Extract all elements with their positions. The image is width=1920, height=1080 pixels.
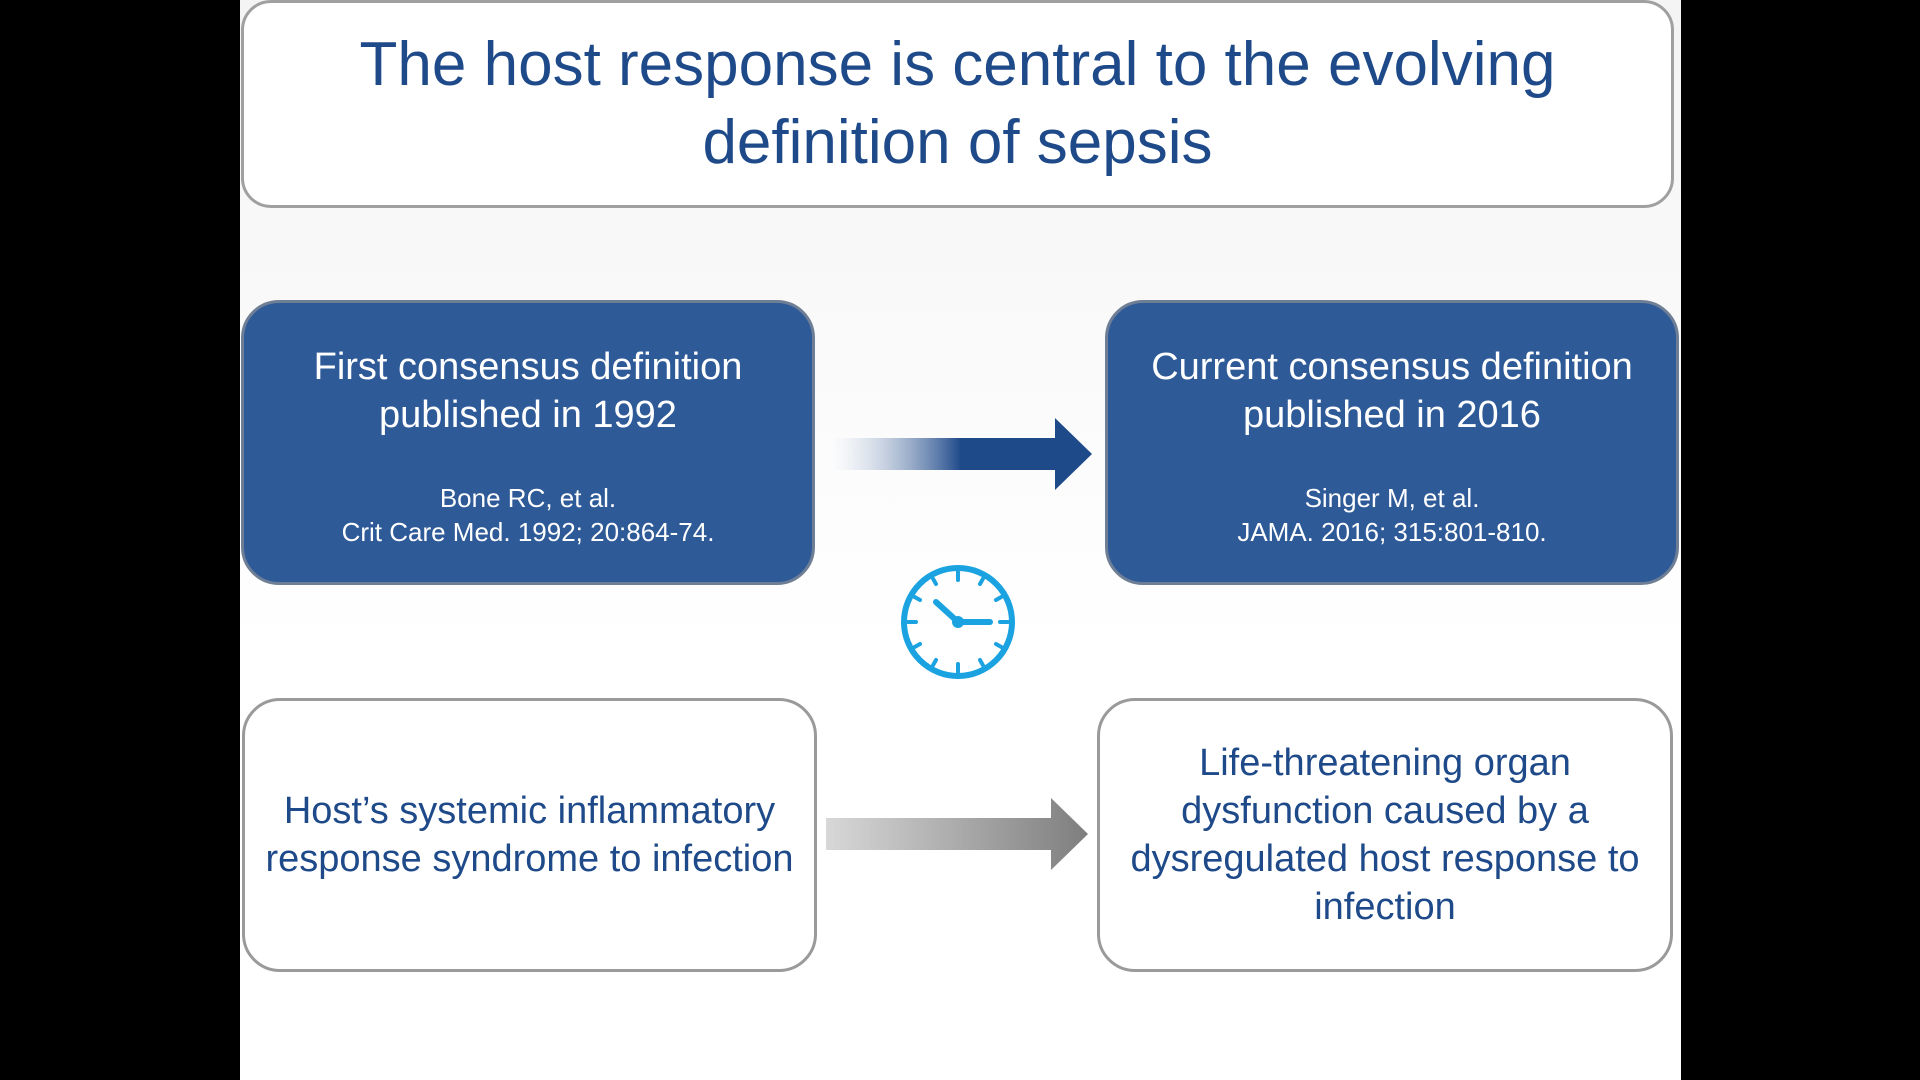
first-definition-citation: Bone RC, et al. Crit Care Med. 1992; 20:… (254, 481, 802, 549)
arrow-right-icon (830, 418, 1092, 490)
clock-icon (901, 565, 1015, 679)
first-definition-description-box: Host’s systemic inflammatory response sy… (242, 698, 817, 972)
arrow-right-icon (826, 798, 1088, 870)
first-citation-author: Bone RC, et al. (439, 483, 617, 513)
current-definition-description: Life-threatening organ dysfunction cause… (1130, 742, 1640, 928)
first-definition-box: First consensus definition published in … (241, 300, 815, 585)
current-citation-journal: JAMA. 2016; 315:801-810. (1237, 517, 1547, 547)
current-definition-box: Current consensus definition published i… (1105, 300, 1679, 585)
current-definition-heading: Current consensus definition published i… (1151, 346, 1633, 436)
current-citation-author: Singer M, et al. (1304, 483, 1480, 513)
first-definition-heading: First consensus definition published in … (313, 346, 743, 436)
first-definition-description: Host’s systemic inflammatory response sy… (265, 790, 794, 880)
slide: The host response is central to the evol… (240, 0, 1681, 1080)
first-citation-journal: Crit Care Med. 1992; 20:864-74. (341, 517, 715, 547)
title-box: The host response is central to the evol… (241, 0, 1674, 208)
slide-title: The host response is central to the evol… (359, 30, 1556, 177)
current-definition-citation: Singer M, et al. JAMA. 2016; 315:801-810… (1118, 481, 1666, 549)
current-definition-description-box: Life-threatening organ dysfunction cause… (1097, 698, 1673, 972)
